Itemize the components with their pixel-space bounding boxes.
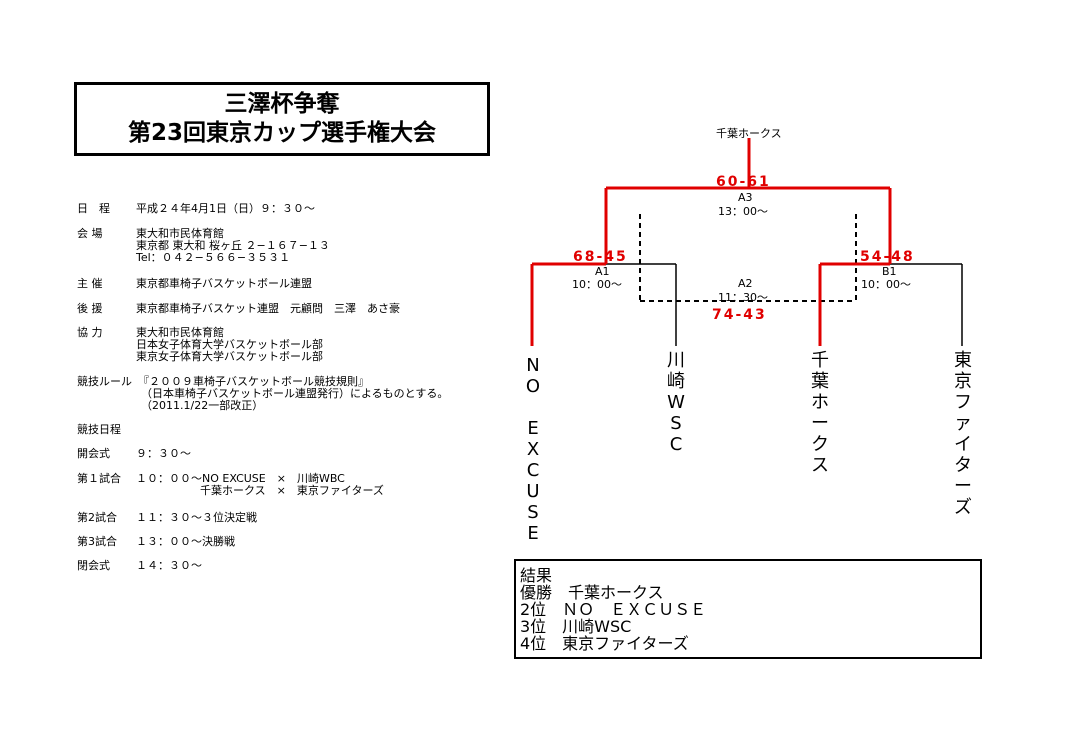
b1-code: B1 (882, 265, 897, 278)
rules-line: 『２００９車椅子バスケットボール競技規則』 (138, 375, 369, 388)
team-char: W (667, 392, 685, 413)
team-char: 千 (811, 350, 829, 371)
coop-line: 東大和市民体育館 (136, 326, 224, 339)
team-char (521, 397, 545, 418)
a2-score: 74-43 (712, 307, 767, 323)
rules-line: （日本車椅子バスケットボール連盟発行）によるものとする。 (141, 387, 449, 400)
results-box: 結果 優勝 千葉ホークス 2位 ＮＯ ＥＸＣＵＳＥ 3位 川崎WSC 4位 東京… (514, 559, 982, 659)
host-label: 主 催 (77, 277, 103, 290)
support-value: 東京都車椅子バスケット連盟 元顧問 三澤 あさ豪 (136, 302, 400, 315)
rules-label: 競技ルール (77, 375, 132, 388)
winner-lines (530, 138, 892, 346)
champion-label: 千葉ホークス (716, 127, 782, 140)
game1-line1: １０：００～NO EXCUSE × 川崎WBC (136, 472, 345, 485)
team-char: X (526, 439, 540, 460)
game2-label: 第2試合 (77, 511, 117, 524)
team-char: 葉 (811, 371, 829, 392)
results-heading: 結果 (520, 566, 553, 585)
a2-code: A2 (738, 277, 753, 290)
host-value: 東京都車椅子バスケットボール連盟 (136, 277, 312, 290)
game1-label: 第１試合 (77, 472, 121, 485)
team-char: 京 (954, 371, 972, 392)
game3-label: 第3試合 (77, 535, 117, 548)
team-char: ズ (954, 497, 972, 518)
b1-score: 54-48 (860, 249, 915, 265)
event-title-box: 三澤杯争奪 第23回東京カップ選手権大会 (74, 82, 490, 156)
coop-line: 日本女子体育大学バスケットボール部 (136, 338, 323, 351)
event-title-line2: 第23回東京カップ選手権大会 (127, 120, 436, 146)
coop-label: 協 力 (77, 326, 103, 339)
closing-label: 閉会式 (77, 559, 110, 572)
coop-line: 東京女子体育大学バスケットボール部 (136, 350, 323, 363)
a1-score: 68-45 (573, 249, 628, 265)
team-char: 川 (667, 350, 685, 371)
team-char: S (527, 502, 539, 523)
schedule-label: 日 程 (77, 202, 110, 215)
game3-value: １３：００～決勝戦 (136, 535, 235, 548)
team-char: タ (954, 455, 972, 476)
venue-line: 東大和市民体育館 (136, 227, 224, 240)
team-chiba: 千 葉 ホ ー ク ス (808, 350, 832, 476)
rules-line: （2011.1/22一部改正） (141, 399, 264, 412)
venue-label: 会 場 (77, 227, 103, 240)
team-char: N (526, 355, 540, 376)
team-char: ァ (954, 413, 972, 434)
final-code: A3 (738, 191, 753, 204)
a1-time: 10：00～ (572, 278, 622, 291)
team-char: E (527, 418, 539, 439)
team-char: O (525, 376, 541, 397)
team-char: ス (811, 455, 829, 476)
team-char: 東 (954, 350, 972, 371)
b1-time: 10：00～ (861, 278, 911, 291)
support-label: 後 援 (77, 302, 103, 315)
team-char: ク (811, 434, 829, 455)
result-third: 3位 川崎WSC (520, 617, 632, 636)
team-char: S (670, 413, 682, 434)
game2-value: １１：３０～３位決定戦 (136, 511, 257, 524)
result-second: 2位 ＮＯ ＥＸＣＵＳＥ (520, 600, 707, 619)
game1-line2: 千葉ホークス × 東京ファイターズ (200, 484, 384, 497)
program-label: 競技日程 (77, 423, 121, 436)
schedule-value: 平成２４年4月1日（日）９：３０～ (136, 202, 315, 215)
a2-time: 11：30～ (718, 291, 768, 304)
a1-code: A1 (595, 265, 610, 278)
team-char: ー (811, 413, 829, 434)
team-char: フ (954, 392, 972, 413)
team-char: ホ (811, 392, 829, 413)
team-tokyo: 東 京 フ ァ イ タ ー ズ (951, 350, 975, 518)
team-char: C (669, 434, 683, 455)
team-char: イ (954, 434, 972, 455)
opening-value: ９：３０～ (136, 447, 191, 460)
team-kawasaki: 川 崎 W S C (664, 350, 688, 455)
team-char: 崎 (667, 371, 685, 392)
bracket-lines (606, 263, 963, 346)
result-first: 優勝 千葉ホークス (520, 583, 664, 602)
team-noexcuse: N O E X C U S E (521, 355, 545, 544)
team-char: U (526, 481, 540, 502)
opening-label: 開会式 (77, 447, 110, 460)
final-time: 13：00～ (718, 205, 768, 218)
venue-line: Tel：０４２−５６６−３５３１ (136, 251, 291, 264)
team-char: E (527, 523, 539, 544)
team-char: C (526, 460, 540, 481)
venue-line: 東京都 東大和 桜ヶ丘 ２−１６７−１３ (136, 239, 330, 252)
event-title-line1: 三澤杯争奪 (224, 91, 340, 117)
team-char: ー (954, 476, 972, 497)
final-score: 60-61 (716, 174, 771, 190)
result-fourth: 4位 東京ファイターズ (520, 634, 689, 653)
closing-value: １４：３０～ (136, 559, 202, 572)
